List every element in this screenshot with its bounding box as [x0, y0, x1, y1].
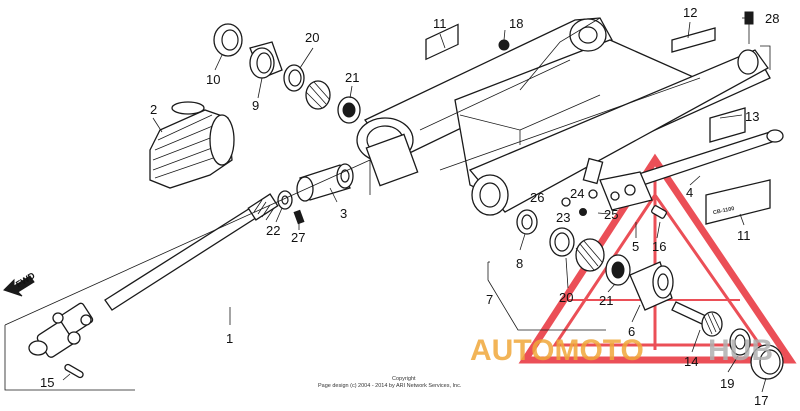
oil-seal-8	[516, 209, 538, 235]
callout-15: 15	[40, 375, 54, 390]
callout-2: 2	[150, 102, 157, 117]
oil-seal-21b	[605, 254, 631, 286]
copyright-line2: Page design (c) 2004 - 2014 by ARI Netwo…	[318, 383, 462, 389]
callout-24: 24	[570, 186, 584, 201]
callout-25: 25	[604, 207, 618, 222]
callout-13: 13	[745, 109, 759, 124]
torque-rod	[599, 129, 784, 211]
callout-9: 9	[252, 98, 259, 113]
callout-5: 5	[632, 239, 639, 254]
small-parts-23-26	[561, 157, 604, 216]
callout-18: 18	[509, 16, 523, 31]
watermark-part1: AUTOMOTO	[470, 334, 644, 367]
nut-18	[498, 39, 510, 51]
decal-text: CB-1100	[713, 206, 735, 216]
ring-20a	[283, 64, 305, 92]
decal-13	[709, 107, 746, 143]
bolt-27	[293, 209, 305, 225]
callout-23: 23	[556, 210, 570, 225]
ring-19	[729, 328, 751, 356]
bracket-shaft-group	[4, 159, 371, 391]
copyright: Copyright Page design (c) 2004 - 2014 by…	[318, 376, 462, 389]
pivot-sleeve	[296, 163, 354, 202]
shaft-14	[671, 301, 723, 337]
bolt-16	[651, 205, 667, 219]
callout-7: 7	[486, 292, 493, 307]
fwd-arrow: FWD	[3, 270, 37, 297]
watermark-text: AUTOMOTO HUB	[470, 334, 773, 367]
callout-14: 14	[684, 354, 698, 369]
drive-shaft	[28, 193, 279, 358]
washer-22	[277, 190, 293, 210]
callout-27: 27	[291, 230, 305, 245]
callout-20-right: 20	[559, 290, 573, 305]
leader-lines	[62, 17, 767, 393]
callout-16: 16	[652, 239, 666, 254]
callout-17: 17	[754, 393, 768, 408]
callout-labels: 1 2 3 4 5 6 7 8 9 10 11 11 12 13 14 15 1…	[40, 5, 779, 408]
callout-10: 10	[206, 72, 220, 87]
callout-11-top: 11	[433, 16, 447, 31]
bracket-swingarm-group	[487, 261, 606, 331]
callout-6: 6	[628, 324, 635, 339]
copyright-line1: Copyright	[392, 376, 416, 382]
oil-seal-21	[337, 96, 361, 124]
bearing-20d	[575, 238, 605, 272]
seal-ring-10	[213, 23, 243, 57]
decal-11-side: CB-1100	[705, 179, 771, 225]
bearing-9	[249, 41, 283, 79]
callout-8: 8	[516, 256, 523, 271]
callout-4: 4	[686, 185, 693, 200]
ring-20c	[549, 227, 575, 257]
bracket-12-group	[760, 45, 771, 70]
bolt-28	[744, 11, 754, 44]
callout-26: 26	[530, 190, 544, 205]
callout-11-side: 11	[737, 228, 751, 243]
watermark-part2: HUB	[708, 334, 773, 367]
pin-15	[64, 363, 84, 379]
callout-20-top: 20	[305, 30, 319, 45]
collar-6	[629, 261, 674, 311]
swingarm	[356, 17, 771, 216]
callout-28: 28	[765, 11, 779, 26]
callout-21-right: 21	[599, 293, 613, 308]
callout-22: 22	[266, 223, 280, 238]
rubber-boot	[149, 101, 235, 189]
bearing-20b	[305, 80, 331, 110]
decal-12	[671, 27, 716, 53]
callout-3: 3	[340, 206, 347, 221]
decal-11-top	[425, 23, 459, 61]
callout-1: 1	[226, 331, 233, 346]
cap-17	[750, 344, 784, 380]
callout-12: 12	[683, 5, 697, 20]
callout-19: 19	[720, 376, 734, 391]
callout-21-top: 21	[345, 70, 359, 85]
